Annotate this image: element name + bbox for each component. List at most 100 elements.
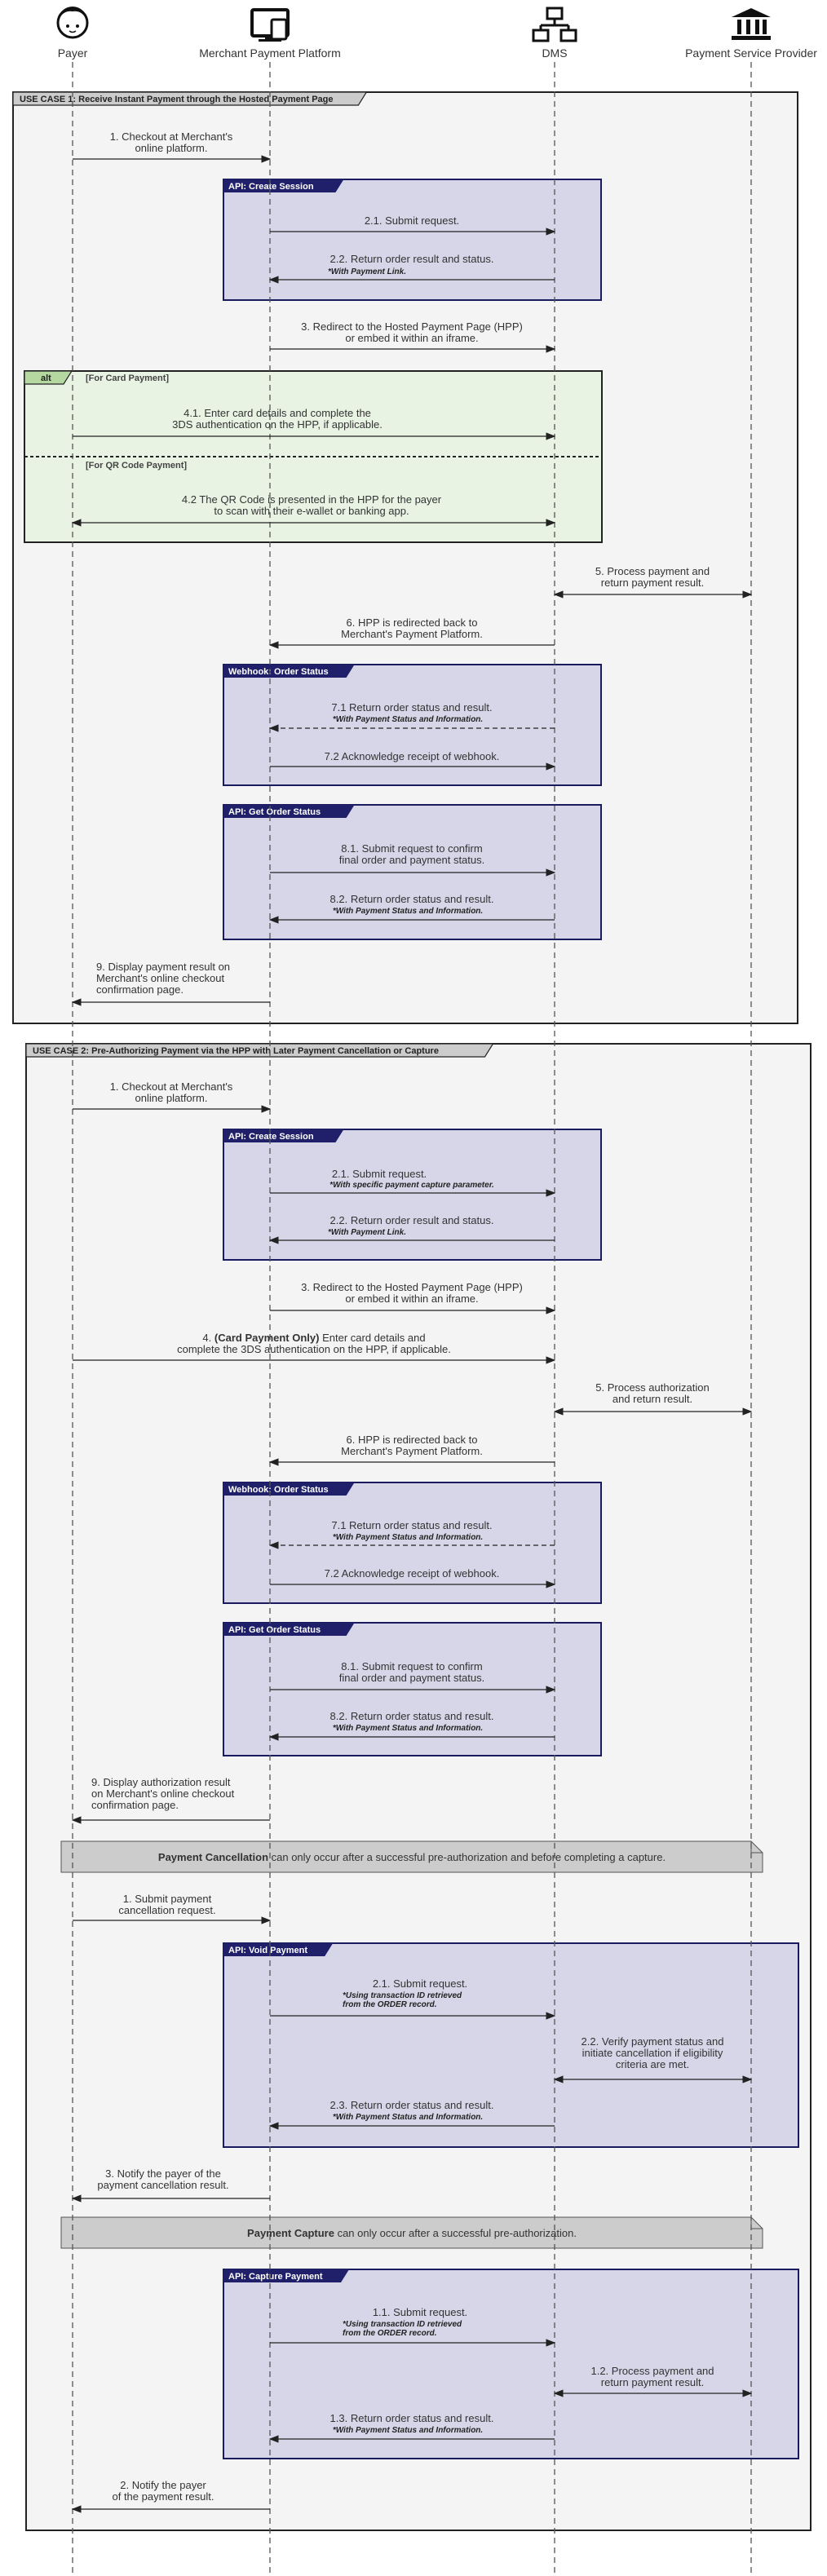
step-label: of the payment result. [112, 2490, 214, 2503]
capture-banner [60, 2216, 763, 2249]
webhook-box [223, 664, 602, 786]
step-label: 8.1. Submit request to confirm [341, 842, 482, 855]
get-order-status-box-tag [223, 805, 355, 818]
note-label: *With Payment Status and Information. [333, 2426, 483, 2435]
step-label: 9. Display payment result on [96, 961, 230, 973]
step-label: 7.2 Acknowledge receipt of webhook. [325, 1567, 500, 1580]
use-case-2-frame-title: USE CASE 2: Pre-Authorizing Payment via … [33, 1046, 439, 1056]
create-session-box-2 [223, 1129, 602, 1261]
step-label: final order and payment status. [339, 854, 485, 866]
step-label: 1. Checkout at Merchant's [110, 1080, 233, 1093]
payer-participant: Payer [56, 7, 89, 60]
step-label: 2.1. Submit request. [365, 214, 459, 227]
step-label: 2. Notify the payer [120, 2479, 206, 2491]
column [755, 20, 759, 34]
mpp-participant: Merchant Payment Platform [199, 8, 341, 60]
step-label: 9. Display authorization result [91, 1776, 231, 1788]
column [763, 20, 767, 34]
bank-building-icon [732, 8, 771, 17]
note-label: *Using transaction ID retrieved [343, 1991, 462, 2000]
step-label: 7.1 Return order status and result. [331, 1519, 492, 1531]
webhook-box-tag [223, 665, 355, 678]
step-label: 3. Redirect to the Hosted Payment Page (… [301, 1281, 523, 1293]
step-label: Merchant's Payment Platform. [341, 1445, 483, 1457]
step-label: 2.2. Return order result and status. [330, 1214, 494, 1226]
create-session-box-2-tag [223, 1129, 344, 1142]
step-label: 2.2. Verify payment status and [582, 2035, 724, 2048]
note-label: *With Payment Link. [328, 267, 406, 276]
note-label: *With Payment Status and Information. [333, 1724, 483, 1733]
step-label: confirmation page. [96, 983, 184, 996]
webhook-box-2 [223, 1482, 602, 1604]
step-label: 2.3. Return order status and result. [330, 2099, 494, 2111]
webhook-box-2-tag [223, 1482, 355, 1496]
step-label: 3. Redirect to the Hosted Payment Page (… [301, 320, 523, 333]
alt-condition: [For QR Code Payment] [86, 461, 187, 471]
use-case-1-frame-title: USE CASE 1: Receive Instant Payment thro… [20, 95, 333, 104]
step-label: online platform. [135, 1092, 208, 1104]
step-label: 2.2. Return order result and status. [330, 253, 494, 265]
hair-shape [58, 7, 87, 21]
dms-label: DMS [542, 46, 567, 60]
step-label: return payment result. [601, 2376, 704, 2388]
eye [66, 24, 69, 28]
alt-tag [24, 370, 73, 385]
note-label: from the ORDER record. [343, 2000, 437, 2009]
step-label: 8.1. Submit request to confirm [341, 1660, 482, 1672]
mouth [69, 30, 77, 33]
step-label: 7.1 Return order status and result. [331, 701, 492, 714]
cancellation-banner-text: Payment Cancellation can only occur afte… [158, 1851, 666, 1863]
alt-tag-label: alt [41, 373, 51, 383]
get-order-status-box-2-title: API: Get Order Status [228, 1625, 321, 1635]
step-label: online platform. [135, 142, 208, 154]
note-label: *With specific payment capture parameter… [329, 1181, 494, 1190]
step-label: Merchant's online checkout [96, 972, 225, 984]
step-label: Merchant's Payment Platform. [341, 628, 483, 640]
step-label: or embed it within an iframe. [345, 332, 478, 344]
monitor-base [259, 39, 281, 42]
psp-label: Payment Service Provider [685, 46, 817, 60]
capture-banner-rest: can only occur after a successful pre-au… [334, 2227, 577, 2239]
step-label: to scan with their e-wallet or banking a… [214, 505, 409, 517]
step-label: 8.2. Return order status and result. [330, 893, 494, 905]
step-label: 3. Notify the payer of the [105, 2167, 221, 2180]
step-label: 1.3. Return order status and result. [330, 2412, 494, 2424]
step4-part: (Card Payment Only) [214, 1332, 320, 1344]
step-label: 7.2 Acknowledge receipt of webhook. [325, 750, 500, 762]
step-label: criteria are met. [616, 2058, 689, 2070]
step-label: payment cancellation result. [97, 2179, 228, 2191]
step-label: 6. HPP is redirected back to [347, 1434, 478, 1446]
step-label: 5. Process payment and [595, 565, 710, 577]
cancellation-banner-bold: Payment Cancellation [158, 1851, 268, 1863]
note-label: *With Payment Status and Information. [333, 715, 483, 724]
step-label: 4.1. Enter card details and complete the [184, 407, 371, 419]
cancellation-banner [60, 1840, 763, 1873]
step-label: 1. Submit payment [123, 1893, 212, 1905]
step-label: 4.2 The QR Code is presented in the HPP … [182, 493, 442, 506]
step-label: confirmation page. [91, 1799, 179, 1811]
note-label: *Using transaction ID retrieved [343, 2320, 462, 2329]
void-payment-box [223, 1942, 799, 2148]
create-session-box-title: API: Create Session [228, 182, 314, 192]
mpp-label: Merchant Payment Platform [199, 46, 341, 60]
step-label: on Merchant's online checkout [91, 1787, 235, 1800]
step-label: 8.2. Return order status and result. [330, 1710, 494, 1722]
void-payment-box-title: API: Void Payment [228, 1946, 307, 1955]
step-label: 6. HPP is redirected back to [347, 616, 478, 629]
psp-participant: Payment Service Provider [685, 8, 817, 60]
capture-payment-box-tag [223, 2269, 349, 2282]
step-label: 2.1. Submit request. [373, 1977, 467, 1990]
step4-part: Enter card details and [319, 1332, 425, 1344]
step-label: initiate cancellation if eligibility [582, 2047, 723, 2059]
capture-banner-bold: Payment Capture [247, 2227, 334, 2239]
monitor-stand [265, 36, 275, 41]
create-session-box-tag [223, 179, 344, 192]
get-order-status-box-2-tag [223, 1623, 355, 1636]
capture-banner-text: Payment Capture can only occur after a s… [247, 2227, 577, 2239]
step-label: final order and payment status. [339, 1672, 485, 1684]
use-case-2-frame-tag [25, 1043, 494, 1058]
note-label: *With Payment Status and Information. [333, 1533, 483, 1542]
step4-label-line2: complete the 3DS authentication on the H… [177, 1343, 451, 1355]
step-label: 5. Process authorization [595, 1381, 709, 1394]
payer-label: Payer [58, 46, 88, 60]
